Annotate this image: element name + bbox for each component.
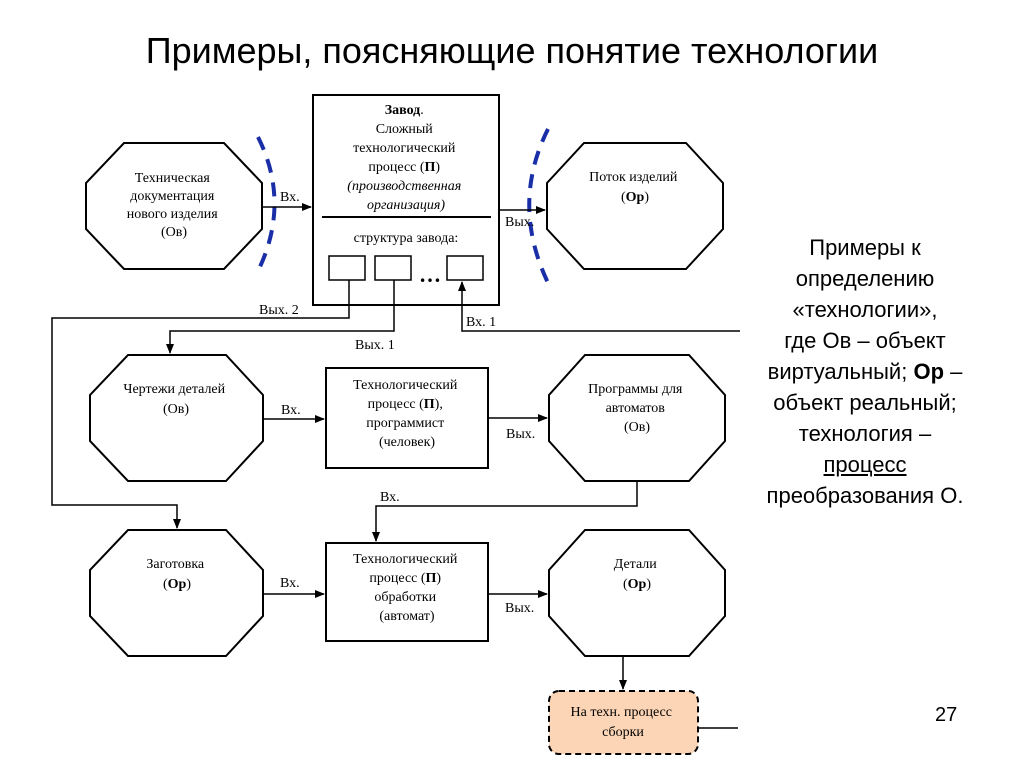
factory-line2: Сложный (376, 122, 434, 137)
node-product-flow: Поток изделий (Ор) (546, 142, 724, 270)
factory-line5: (производственная (347, 179, 461, 194)
page-number: 27 (935, 704, 958, 726)
factory-box: Завод. Сложный технологический процесс (… (312, 94, 500, 306)
node-parts: Детали (Ор) (548, 529, 726, 657)
svg-text:Детали (Ор): Детали (Ор) (614, 557, 661, 592)
node-blank: Заготовка (Ор) (89, 529, 264, 657)
factory-title: Завод (385, 103, 421, 118)
factory-structure-label: структура завода: (354, 231, 459, 246)
definition-note: Примеры к определению «технологии», где … (766, 235, 964, 508)
node-machine-programs: Программы для автоматов (Ов) (548, 354, 726, 482)
factory-ellipsis: … (419, 262, 441, 287)
svg-text:Технологический процесс: Технологический процесс (П), программист… (353, 378, 461, 450)
label-in-factory: Вх. (280, 190, 300, 205)
factory-unit-2 (374, 255, 412, 281)
label-out-factory: Вых. (505, 215, 534, 230)
label-out-programmer: Вых. (506, 427, 535, 442)
factory-unit-1 (328, 255, 366, 281)
svg-text:Поток изделий (Ор): Поток изделий (Ор) (589, 170, 681, 205)
slide-title: Примеры, поясняющие понятие технологии (145, 30, 879, 71)
node-part-drawings: Чертежи деталей (Ов) (89, 354, 264, 482)
boundary-arc-right (527, 128, 551, 286)
svg-text:Технологический процесс: Технологический процесс (П) обработки (а… (353, 552, 461, 624)
label-in1: Вх. 1 (466, 315, 496, 330)
node-programmer-process: Технологический процесс (П), программист… (325, 367, 489, 469)
label-in-programmer: Вх. (281, 403, 301, 418)
svg-text:Завод. Сложный тех: Завод. Сложный технологический процесс (… (347, 103, 464, 213)
edge-labels: Вх. Вых. Вых. 2 Вых. 1 Вх. 1 Вх. Вых. Вх… (259, 190, 535, 616)
svg-text:Чертежи деталей (Ов): Чертежи деталей (Ов) (123, 382, 228, 417)
label-in-machining-top: Вх. (380, 490, 400, 505)
connectors (51, 203, 740, 729)
label-in-machining: Вх. (280, 576, 300, 591)
factory-line6: организация) (367, 198, 445, 213)
boundary-arc-left (254, 136, 277, 276)
node-assembly: На техн. процесс сборки (548, 690, 699, 755)
node-machining-process: Технологический процесс (П) обработки (а… (325, 542, 489, 642)
svg-text:Программы для автоматов: Программы для автоматов (Ов) (588, 382, 686, 435)
label-out1: Вых. 1 (355, 338, 395, 353)
node-tech-doc: Техническая документация нового изделия … (85, 142, 263, 270)
factory-line3: технологический (353, 141, 456, 156)
svg-text:Техническая документация: Техническая документация нового изделия … (127, 171, 221, 240)
label-out-machining: Вых. (505, 601, 534, 616)
svg-text:На техн. процесс сборки: На техн. процесс сборки (571, 705, 676, 740)
svg-text:Заготовка (Ор): Заготовка (Ор) (146, 557, 207, 592)
label-out2: Вых. 2 (259, 303, 299, 318)
factory-unit-3 (446, 255, 484, 281)
